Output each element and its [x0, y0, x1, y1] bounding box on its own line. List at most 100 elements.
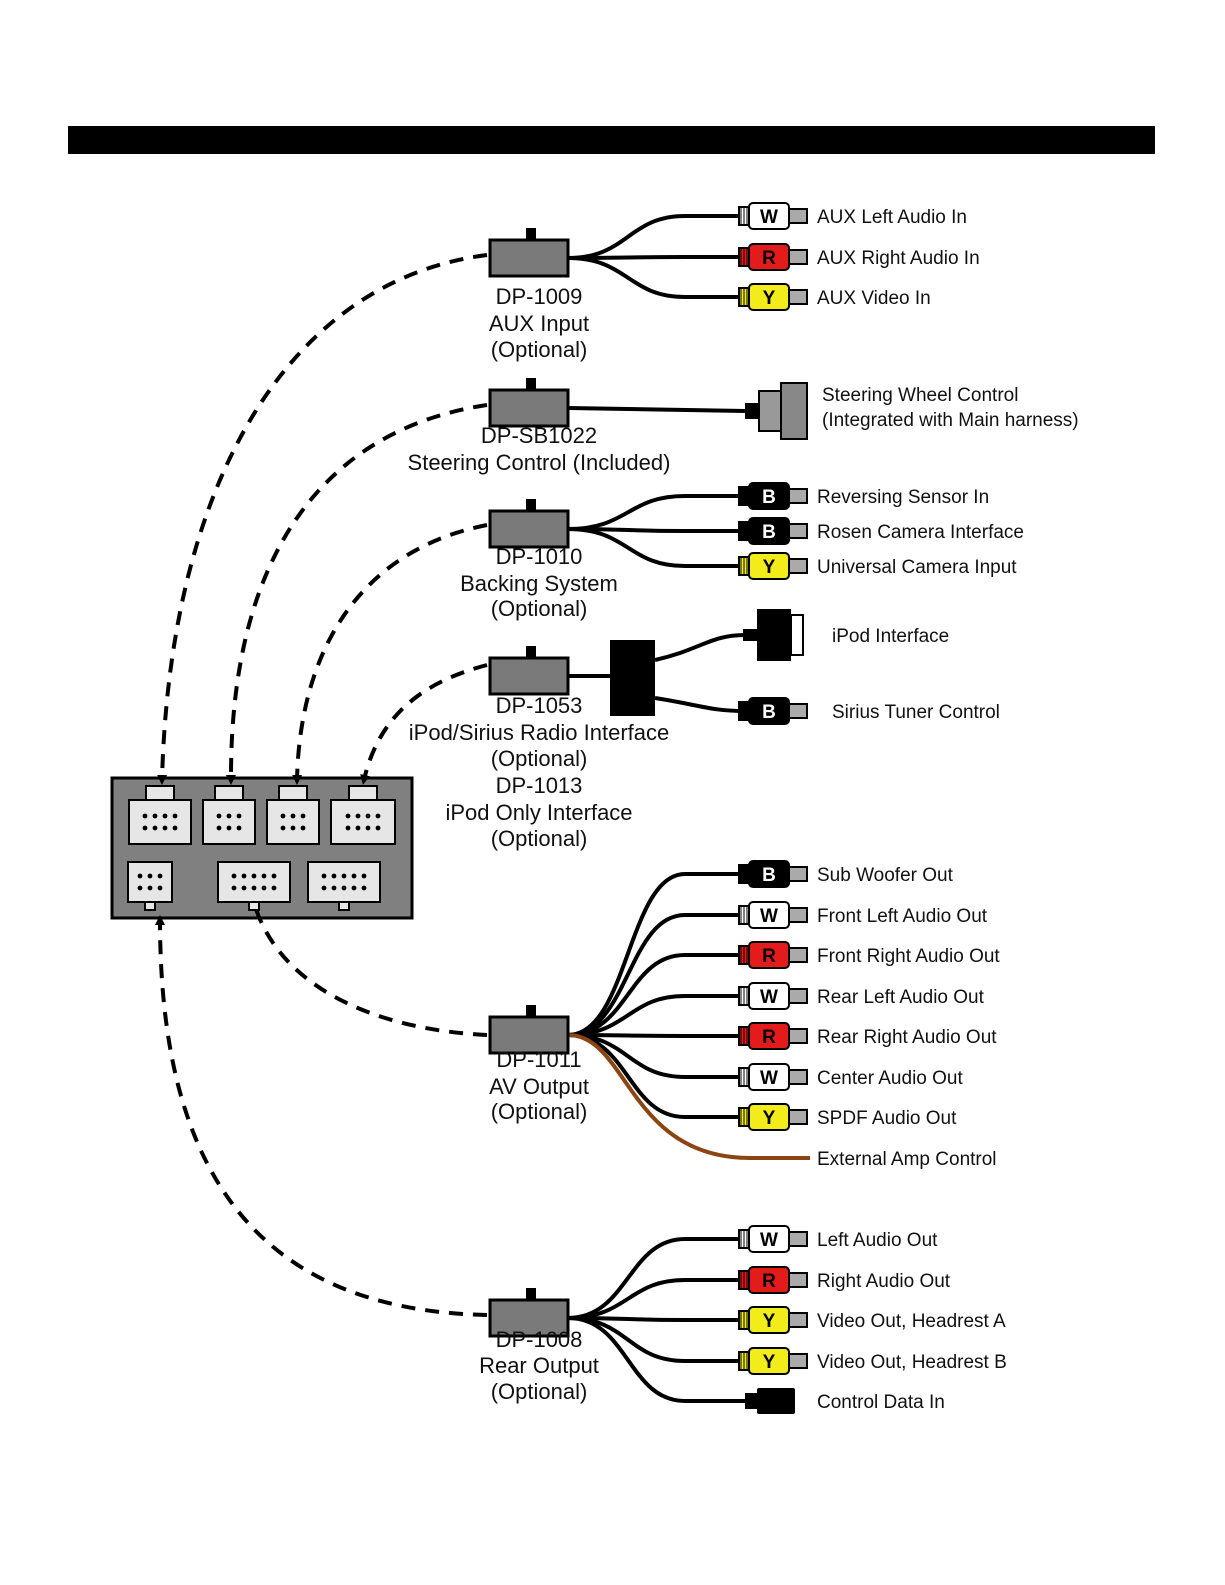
output-label: Reversing Sensor In: [817, 487, 989, 508]
plug-code: W: [760, 906, 778, 927]
rca-plug: W: [738, 202, 808, 230]
plug-code: B: [762, 702, 776, 723]
module-label: (Optional): [491, 746, 588, 771]
output-label: Left Audio Out: [817, 1230, 938, 1251]
link-ipod: [360, 663, 488, 785]
output-label: AUX Left Audio In: [817, 207, 967, 228]
output-label: Front Left Audio Out: [817, 906, 988, 927]
hub-port-top: [128, 785, 192, 845]
rca-plug: B: [738, 482, 808, 510]
output-label: Right Audio Out: [817, 1271, 951, 1292]
output-label: (Integrated with Main harness): [822, 410, 1079, 431]
rca-plug: W: [738, 1063, 808, 1091]
module-label: DP-SB1022: [481, 423, 597, 448]
module-label: Backing System: [460, 571, 618, 596]
hub-ports: [127, 785, 396, 911]
hub-port-top: [330, 785, 396, 845]
output-label: Rosen Camera Interface: [817, 522, 1024, 543]
output-label: Steering Wheel Control: [822, 385, 1018, 406]
data-connector: [745, 1388, 795, 1414]
module-label: iPod Only Interface: [445, 800, 632, 825]
rca-plug: R: [738, 1022, 808, 1050]
module-av: [488, 1005, 570, 1055]
output-label: iPod Interface: [832, 626, 949, 647]
rca-plug: B: [738, 860, 808, 888]
header-bar: [68, 126, 1155, 154]
plug-code: R: [762, 1027, 776, 1048]
output-label: Control Data In: [817, 1392, 945, 1413]
module-label: AUX Input: [489, 311, 589, 336]
module-label: (Optional): [491, 596, 588, 621]
rca-plug: R: [738, 243, 808, 271]
plug-code: W: [760, 1068, 778, 1089]
plug-code: R: [762, 248, 776, 269]
module-label: iPod/Sirius Radio Interface: [409, 720, 669, 745]
output-label: External Amp Control: [817, 1149, 997, 1170]
plug-code: Y: [763, 1108, 776, 1129]
output-label: Center Audio Out: [817, 1068, 963, 1089]
output-label: Rear Left Audio Out: [817, 987, 985, 1008]
plug-code: Y: [763, 557, 776, 578]
module-label: Rear Output: [479, 1353, 599, 1378]
link-av: [250, 898, 488, 1037]
plug-code: R: [762, 946, 776, 967]
rca-plug: B: [738, 517, 808, 545]
hub-port-top: [202, 785, 256, 845]
plug-code: W: [760, 1230, 778, 1251]
rca-plug: B: [738, 697, 808, 725]
output-label: SPDF Audio Out: [817, 1108, 957, 1129]
output-label: Front Right Audio Out: [817, 946, 1000, 967]
hub-port-bottom: [217, 861, 291, 911]
rca-plug: R: [738, 941, 808, 969]
output-label: Sub Woofer Out: [817, 865, 954, 886]
rca-plug: Y: [738, 1103, 808, 1131]
rca-plug: Y: [738, 552, 808, 580]
module-rear: [488, 1288, 570, 1338]
rca-plug: W: [738, 982, 808, 1010]
module-label: (Optional): [491, 1099, 588, 1124]
module-label: (Optional): [491, 826, 588, 851]
steering-connector: [745, 382, 808, 440]
wires: [567, 214, 810, 1403]
connection-paths: [155, 253, 488, 1317]
plug-code: R: [762, 1271, 776, 1292]
plug-code: W: [760, 207, 778, 228]
link-rear: [155, 915, 488, 1317]
plug-code: Y: [763, 1352, 776, 1373]
module-label: Steering Control (Included): [408, 450, 671, 475]
module-label: DP-1010: [496, 544, 583, 569]
rca-plug: W: [738, 1225, 808, 1253]
module-label: DP-1053: [496, 693, 583, 718]
output-label: Rear Right Audio Out: [817, 1027, 997, 1048]
output-label: AUX Right Audio In: [817, 248, 980, 269]
plug-code: Y: [763, 1311, 776, 1332]
hub-port-bottom: [307, 861, 381, 911]
link-steering: [225, 403, 488, 785]
output-label: AUX Video In: [817, 288, 931, 309]
module-label: DP-1011: [496, 1047, 581, 1072]
module-backing: [488, 499, 570, 549]
module-label: (Optional): [491, 337, 588, 362]
module-aux: [488, 228, 570, 278]
plug-code: W: [760, 987, 778, 1008]
rca-plug: W: [738, 901, 808, 929]
link-backing: [292, 523, 488, 785]
module-label: DP-1009: [496, 284, 583, 309]
module-label: (Optional): [491, 1379, 588, 1404]
plug-code: Y: [763, 288, 776, 309]
rca-plug: R: [738, 1266, 808, 1294]
output-label: Video Out, Headrest B: [817, 1352, 1007, 1373]
hub-port-top: [266, 785, 320, 845]
module-label: DP-1013: [496, 773, 583, 798]
module-ipod: [488, 646, 570, 696]
output-label: Universal Camera Input: [817, 557, 1017, 578]
module-label: AV Output: [489, 1074, 589, 1099]
ipod-connector: [743, 609, 804, 661]
output-label: Sirius Tuner Control: [832, 702, 1000, 723]
modules: [488, 228, 655, 1338]
hub-port-bottom: [127, 861, 173, 911]
plug-code: B: [762, 487, 776, 508]
module-steering: [488, 378, 570, 428]
